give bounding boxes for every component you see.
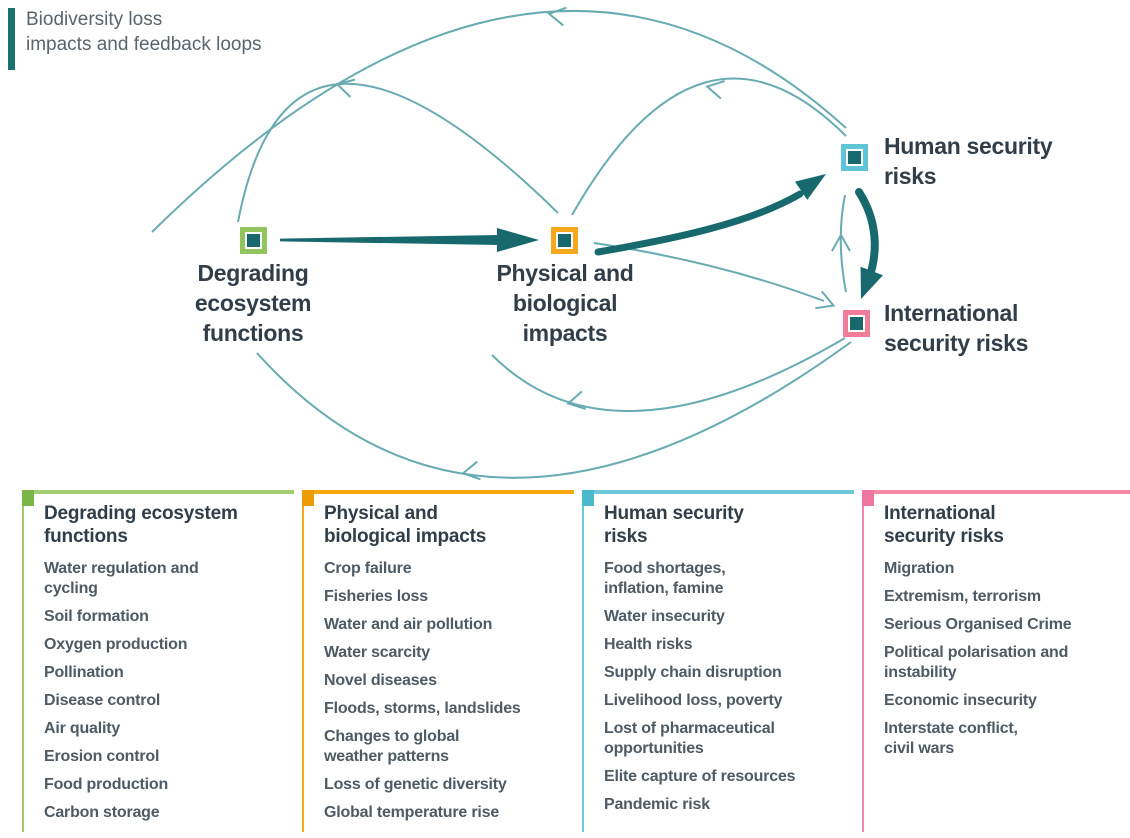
node-marker-physical: [551, 227, 578, 254]
chevron-physical-to-degrading: [335, 78, 356, 98]
column-corner-square: [862, 490, 874, 506]
list-item: Erosion control: [44, 748, 160, 765]
list-item: Economic insecurity: [884, 692, 1037, 709]
column-top-bar: [302, 490, 574, 494]
list-item: Air quality: [44, 720, 121, 737]
column-top-bar: [22, 490, 294, 494]
node-label-human: Human security risks: [884, 133, 1053, 189]
chevron-human-to-degrading: [547, 6, 567, 27]
list-item: Water insecurity: [604, 608, 725, 625]
list-item: Loss of genetic diversity: [324, 776, 507, 793]
edge-international-to-physical: [491, 337, 846, 413]
node-label-physical: Physical and biological impacts: [496, 260, 634, 346]
chevron-human-to-physical: [705, 80, 725, 100]
edge-physical-to-human-shaft: [594, 190, 804, 256]
list-item: Novel diseases: [324, 672, 437, 689]
node-marker-international: [843, 310, 870, 337]
list-item: Health risks: [604, 636, 693, 653]
edge-human-to-physical: [571, 77, 847, 216]
edge-degrading-to-physical-head: [497, 228, 539, 252]
node-label-degrading: Degrading ecosystem functions: [194, 260, 312, 346]
edge-human-to-international-shaft: [855, 188, 879, 285]
column-title: International security risks: [884, 503, 1004, 547]
list-item: Global temperature rise: [324, 804, 500, 821]
node-dot: [850, 317, 863, 330]
column-corner-square: [302, 490, 314, 506]
node-marker-degrading: [240, 227, 267, 254]
feedback-arrows-diagram: [151, 6, 883, 481]
column-human-security-risks: Human security risks Food shortages, inf…: [582, 490, 854, 832]
list-item: Floods, storms, landslides: [324, 700, 521, 717]
list-item: Carbon storage: [44, 804, 160, 821]
column-corner-square: [582, 490, 594, 506]
chevron-international-to-human: [831, 232, 851, 252]
list-item: Migration: [884, 560, 955, 577]
chevron-international-to-physical: [566, 390, 586, 410]
list-item: Livelihood loss, poverty: [604, 692, 783, 709]
list-item: Water scarcity: [324, 644, 430, 661]
list-item: Supply chain disruption: [604, 664, 782, 681]
list-item: Water regulation and cycling: [44, 560, 199, 597]
column-corner-square: [22, 490, 34, 506]
list-item: Pandemic risk: [604, 796, 710, 813]
list-item: Disease control: [44, 692, 161, 709]
list-item: Oxygen production: [44, 636, 188, 653]
edge-international-to-degrading: [256, 341, 852, 479]
column-title: Physical and biological impacts: [324, 503, 487, 547]
list-item: Changes to global weather patterns: [324, 728, 460, 765]
edge-physical-to-degrading: [237, 82, 559, 223]
node-dot: [247, 234, 260, 247]
list-item: Crop failure: [324, 560, 412, 577]
list-item: Pollination: [44, 664, 124, 681]
list-item: Fisheries loss: [324, 588, 428, 605]
edge-international-to-human: [839, 194, 847, 293]
column-title: Degrading ecosystem functions: [44, 503, 238, 547]
node-label-international: International security risks: [884, 300, 1029, 356]
edge-human-to-international-head: [860, 266, 883, 299]
column-top-bar: [582, 490, 854, 494]
column-physical-and-biological-impacts: Physical and biological impacts Crop fai…: [302, 490, 574, 832]
chevron-physical-to-international: [815, 290, 836, 310]
page-title: Biodiversity loss impacts and feedback l…: [26, 9, 262, 55]
column-top-bar: [862, 490, 1130, 494]
edge-degrading-to-physical-shaft: [280, 235, 499, 245]
list-item: Political polarisation and instability: [884, 644, 1069, 681]
list-item: Elite capture of resources: [604, 768, 796, 785]
node-dot: [848, 151, 861, 164]
node-dot: [558, 234, 571, 247]
chevron-international-to-degrading: [461, 460, 481, 481]
list-item: Interstate conflict, civil wars: [884, 720, 1018, 757]
list-item: Water and air pollution: [324, 616, 493, 633]
list-item: Soil formation: [44, 608, 149, 625]
node-marker-human: [841, 144, 868, 171]
list-item: Food shortages, inflation, famine: [604, 560, 726, 597]
column-title: Human security risks: [604, 503, 744, 547]
column-international-security-risks: International security risks Migration E…: [862, 490, 1130, 832]
list-item: Extremism, terrorism: [884, 588, 1041, 605]
header-accent-bar: [8, 8, 15, 70]
list-item: Lost of pharmaceutical opportunities: [604, 720, 775, 757]
edge-physical-to-human-head: [794, 174, 826, 200]
list-item: Serious Organised Crime: [884, 616, 1072, 633]
list-item: Food production: [44, 776, 169, 793]
edge-human-to-degrading: [151, 10, 847, 233]
column-degrading-ecosystem-functions: Degrading ecosystem functions Water regu…: [22, 490, 294, 832]
